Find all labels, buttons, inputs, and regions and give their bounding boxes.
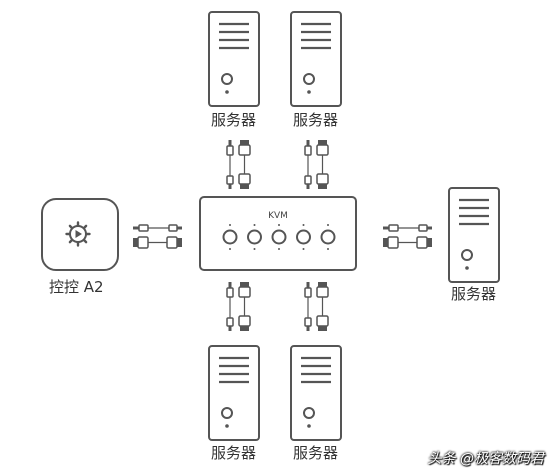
watermark: 头条 @极客数码君 bbox=[427, 451, 544, 467]
controller-label: 控控 A2 bbox=[49, 278, 104, 296]
server-top-left-icon bbox=[207, 10, 261, 108]
kvm-knob bbox=[320, 224, 336, 250]
cable-bottom-left-icon bbox=[226, 281, 251, 332]
kvm-knob bbox=[222, 224, 238, 250]
server-label-top-right: 服务器 bbox=[293, 111, 339, 129]
cable-right-icon bbox=[382, 224, 433, 249]
controller-device bbox=[41, 198, 119, 271]
kvm-title: KVM bbox=[268, 211, 288, 221]
server-label-right: 服务器 bbox=[451, 285, 497, 303]
cable-left-icon bbox=[132, 224, 183, 249]
cable-top-right-icon bbox=[304, 139, 329, 190]
server-bottom-right-icon bbox=[289, 344, 343, 442]
kvm-knob bbox=[296, 224, 311, 250]
server-right-icon bbox=[447, 186, 501, 284]
cable-top-left-icon bbox=[226, 139, 251, 190]
server-label-bottom-right: 服务器 bbox=[293, 444, 339, 462]
server-bottom-left-icon bbox=[207, 344, 261, 442]
kvm-knobs bbox=[222, 224, 336, 250]
server-label-bottom-left: 服务器 bbox=[211, 444, 257, 462]
cable-bottom-right-icon bbox=[304, 281, 329, 332]
server-label-top-left: 服务器 bbox=[211, 111, 257, 129]
kvm-knob bbox=[247, 224, 262, 250]
kvm-knob bbox=[271, 224, 287, 250]
kvm-switch: KVM bbox=[199, 196, 357, 271]
gear-play-icon bbox=[65, 221, 91, 247]
server-top-right-icon bbox=[289, 10, 343, 108]
